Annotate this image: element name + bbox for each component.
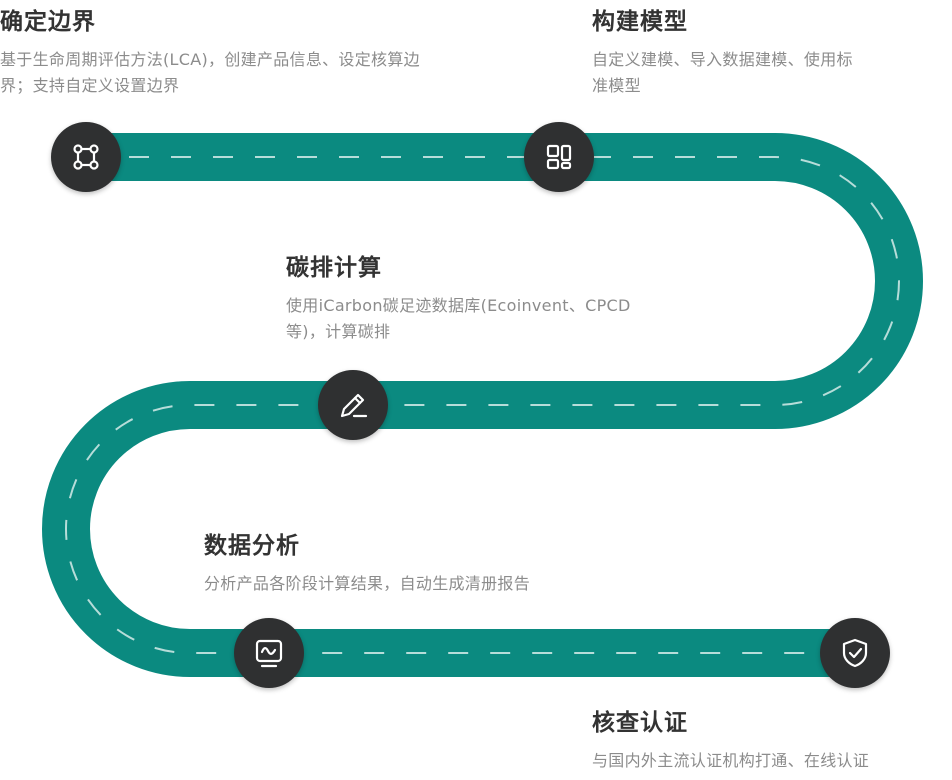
shield-check-icon — [842, 638, 868, 668]
step-description: 自定义建模、导入数据建模、使用标准模型 — [592, 50, 853, 95]
grid-blocks-icon — [546, 144, 572, 170]
analysis-node — [234, 618, 304, 688]
road-center-dashes — [65, 156, 900, 654]
step-title: 碳排计算 — [286, 255, 382, 281]
step-description: 与国内外主流认证机构打通、在线认证 — [592, 751, 870, 770]
monitor-wave-icon — [255, 639, 283, 668]
boundary-nodes-icon — [73, 144, 99, 170]
pencil-edit-icon — [340, 393, 368, 418]
step-description: 分析产品各阶段计算结果，自动生成清册报告 — [204, 574, 531, 593]
step-description: 使用iCarbon碳足迹数据库(Ecoinvent、CPCD等)，计算碳排 — [286, 296, 631, 341]
step-description: 基于生命周期评估方法(LCA)，创建产品信息、设定核算边界；支持自定义设置边界 — [0, 50, 420, 95]
step-title: 确定边界 — [0, 9, 96, 35]
step-define-boundary: 确定边界 基于生命周期评估方法(LCA)，创建产品信息、设定核算边界；支持自定义… — [0, 6, 440, 99]
model-node — [524, 122, 594, 192]
boundary-node — [51, 122, 121, 192]
calculation-node — [318, 370, 388, 440]
step-build-model: 构建模型 自定义建模、导入数据建模、使用标准模型 — [592, 6, 862, 99]
verification-node — [820, 618, 890, 688]
step-title: 构建模型 — [592, 9, 688, 35]
step-carbon-calculation: 碳排计算 使用iCarbon碳足迹数据库(Ecoinvent、CPCD等)，计算… — [286, 252, 636, 345]
step-title: 核查认证 — [592, 710, 688, 736]
step-data-analysis: 数据分析 分析产品各阶段计算结果，自动生成清册报告 — [204, 530, 624, 597]
step-verification: 核查认证 与国内外主流认证机构打通、在线认证 — [592, 707, 944, 774]
step-title: 数据分析 — [204, 533, 300, 559]
